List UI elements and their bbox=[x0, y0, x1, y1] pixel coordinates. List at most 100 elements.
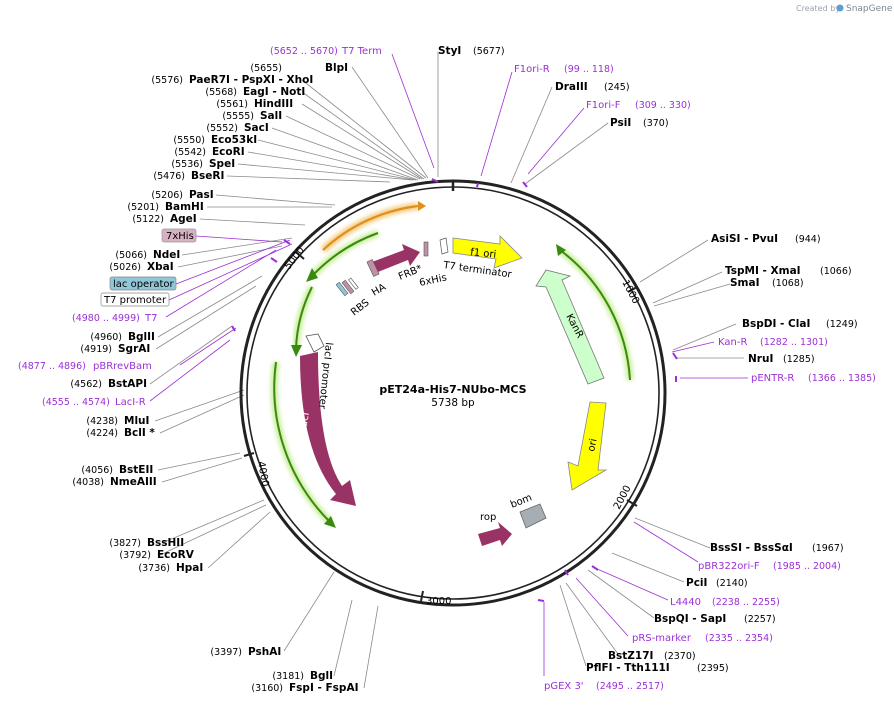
site-pos: (5576) bbox=[151, 75, 183, 86]
site-pos: (245) bbox=[604, 82, 630, 93]
primer-pos: (2238 .. 2255) bbox=[712, 597, 780, 608]
f1-ori-label: f1 ori bbox=[470, 247, 497, 261]
site-name: PaeR7I - PspXI - XhoI bbox=[189, 74, 313, 86]
primer-pos: (1366 .. 1385) bbox=[808, 373, 876, 384]
site-name: BamHI bbox=[165, 201, 204, 213]
site-pos: (3181) bbox=[272, 671, 304, 682]
primer-tick-marks bbox=[231, 178, 678, 602]
site-name: SacI bbox=[244, 122, 269, 134]
site-pos: (5201) bbox=[127, 202, 159, 213]
his6-feature[interactable] bbox=[423, 241, 429, 257]
kanr-feature[interactable] bbox=[535, 269, 605, 385]
site-name: NdeI bbox=[153, 249, 180, 261]
primer-pos: (99 .. 118) bbox=[564, 64, 614, 75]
site-pos: (5026) bbox=[109, 262, 141, 273]
site-name: AsiSI - PvuI bbox=[711, 233, 778, 245]
laci-promoter-feature[interactable] bbox=[305, 333, 325, 353]
site-name: BstEII bbox=[119, 464, 153, 476]
site-pos: (5677) bbox=[473, 46, 505, 57]
primer-name: LacI-R bbox=[115, 397, 146, 408]
site-pos: (3160) bbox=[251, 683, 283, 694]
site-pos: (944) bbox=[795, 234, 821, 245]
f1-ori-feature[interactable] bbox=[452, 235, 523, 269]
site-name: SmaI bbox=[730, 277, 760, 289]
right-leader-lines bbox=[437, 52, 744, 667]
site-pos: (5550) bbox=[173, 135, 205, 146]
rop-feature[interactable] bbox=[478, 522, 512, 546]
site-pos: (5206) bbox=[151, 190, 183, 201]
site-pos: (3827) bbox=[109, 538, 141, 549]
site-name: StyI bbox=[438, 45, 461, 57]
site-name: SpeI bbox=[209, 158, 235, 170]
ha-label: HA bbox=[370, 282, 388, 299]
primer-name: T7 bbox=[144, 313, 157, 324]
primer-name: F1ori-R bbox=[514, 64, 550, 75]
site-name: MluI bbox=[124, 415, 149, 427]
rop-label: rop bbox=[480, 512, 496, 523]
plasmid-name: pET24a-His7-NUbo-MCS bbox=[379, 383, 526, 396]
his7-arc-arrow bbox=[418, 201, 426, 211]
primer-name: L4440 bbox=[670, 597, 701, 608]
site-pos: (4238) bbox=[86, 416, 118, 427]
t7-terminator-feature[interactable] bbox=[439, 237, 449, 255]
site-pos: (5542) bbox=[174, 147, 206, 158]
primer-pos: (1282 .. 1301) bbox=[760, 337, 828, 348]
laci-label: lacI bbox=[298, 412, 312, 431]
site-pos: (4960) bbox=[90, 332, 122, 343]
site-name: HpaI bbox=[176, 562, 203, 574]
site-name: BspQI - SapI bbox=[654, 613, 726, 625]
rbs-site-1 bbox=[335, 281, 349, 297]
created-by-text: Created by bbox=[796, 4, 840, 13]
primer-pos: (5652 .. 5670) bbox=[270, 46, 338, 57]
frb-feature[interactable] bbox=[372, 244, 420, 272]
his7-box-label: 7xHis bbox=[166, 231, 194, 242]
left-leader-lines bbox=[149, 66, 429, 689]
primer-name: pRS-marker bbox=[632, 633, 692, 644]
rbs-label: RBS bbox=[349, 297, 372, 318]
site-pos: (370) bbox=[643, 118, 669, 129]
ha-feature[interactable] bbox=[366, 259, 380, 277]
laci-promoter-label: lacI promoter bbox=[316, 342, 334, 411]
ori-feature[interactable] bbox=[567, 401, 608, 491]
lac-operator-box-label: lac operator bbox=[113, 279, 174, 290]
primer-pos: (4877 .. 4896) bbox=[18, 361, 86, 372]
primer-pos: (4980 .. 4999) bbox=[72, 313, 140, 324]
site-pos: (5066) bbox=[115, 250, 147, 261]
site-name: BseRI bbox=[191, 170, 224, 182]
his7-leader bbox=[195, 235, 283, 243]
primer-name: Kan-R bbox=[718, 337, 747, 348]
primer-pos: (2495 .. 2517) bbox=[596, 681, 664, 692]
site-name: BspDI - ClaI bbox=[742, 318, 810, 330]
site-name: EcoRI bbox=[212, 146, 245, 158]
bom-feature[interactable] bbox=[519, 503, 547, 529]
primer-name: pENTR-R bbox=[751, 373, 794, 384]
site-pos: (5122) bbox=[132, 214, 164, 225]
site-name: BstAPI bbox=[108, 378, 147, 390]
site-name: BlpI bbox=[325, 62, 348, 74]
primer-name: pBR322ori-F bbox=[698, 561, 760, 572]
site-name: EcoRV bbox=[157, 549, 195, 561]
site-name: BssHII bbox=[147, 537, 184, 549]
site-pos: (2140) bbox=[716, 578, 748, 589]
primer-name: F1ori-F bbox=[586, 100, 621, 111]
site-pos: (5568) bbox=[205, 87, 237, 98]
ori-label: ori bbox=[586, 438, 599, 453]
site-name: SalI bbox=[260, 110, 282, 122]
primer-pos: (4555 .. 4574) bbox=[42, 397, 110, 408]
site-pos: (4562) bbox=[70, 379, 102, 390]
site-pos: (4224) bbox=[86, 428, 118, 439]
primer-name: T7 Term bbox=[341, 46, 382, 57]
site-pos: (1066) bbox=[820, 266, 852, 277]
primer-name: pBRrevBam bbox=[93, 361, 152, 372]
plasmid-length: 5738 bp bbox=[431, 397, 475, 409]
snapgene-logo-icon bbox=[836, 4, 844, 12]
site-pos: (1967) bbox=[812, 543, 844, 554]
t7-promoter-box-label: T7 promoter bbox=[103, 295, 167, 306]
site-pos: (1249) bbox=[826, 319, 858, 330]
site-name: BclI * bbox=[124, 427, 155, 439]
site-pos: (2257) bbox=[744, 614, 776, 625]
right-green-arc bbox=[559, 249, 631, 381]
site-name: NmeAIII bbox=[110, 476, 157, 488]
site-pos: (5552) bbox=[206, 123, 238, 134]
laci-feature[interactable] bbox=[300, 352, 356, 506]
